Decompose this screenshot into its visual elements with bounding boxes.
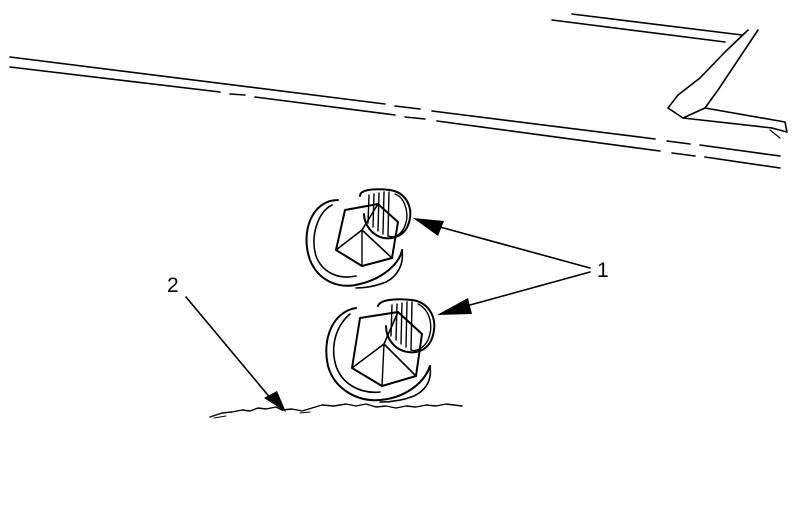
callout-label-2: 2 [167, 274, 179, 297]
flange-nut-upper [305, 188, 412, 289]
leader-lines [185, 218, 591, 412]
bracket-upper-right [551, 13, 788, 139]
arrowhead-1-lower [437, 298, 472, 315]
panel-edge-lines [9, 56, 781, 169]
arrowhead-2 [264, 391, 286, 412]
surface-edge [209, 403, 463, 419]
callout-label-1: 1 [597, 259, 609, 282]
flange-nut-lower [325, 298, 436, 403]
arrowhead-1-upper [413, 218, 444, 236]
